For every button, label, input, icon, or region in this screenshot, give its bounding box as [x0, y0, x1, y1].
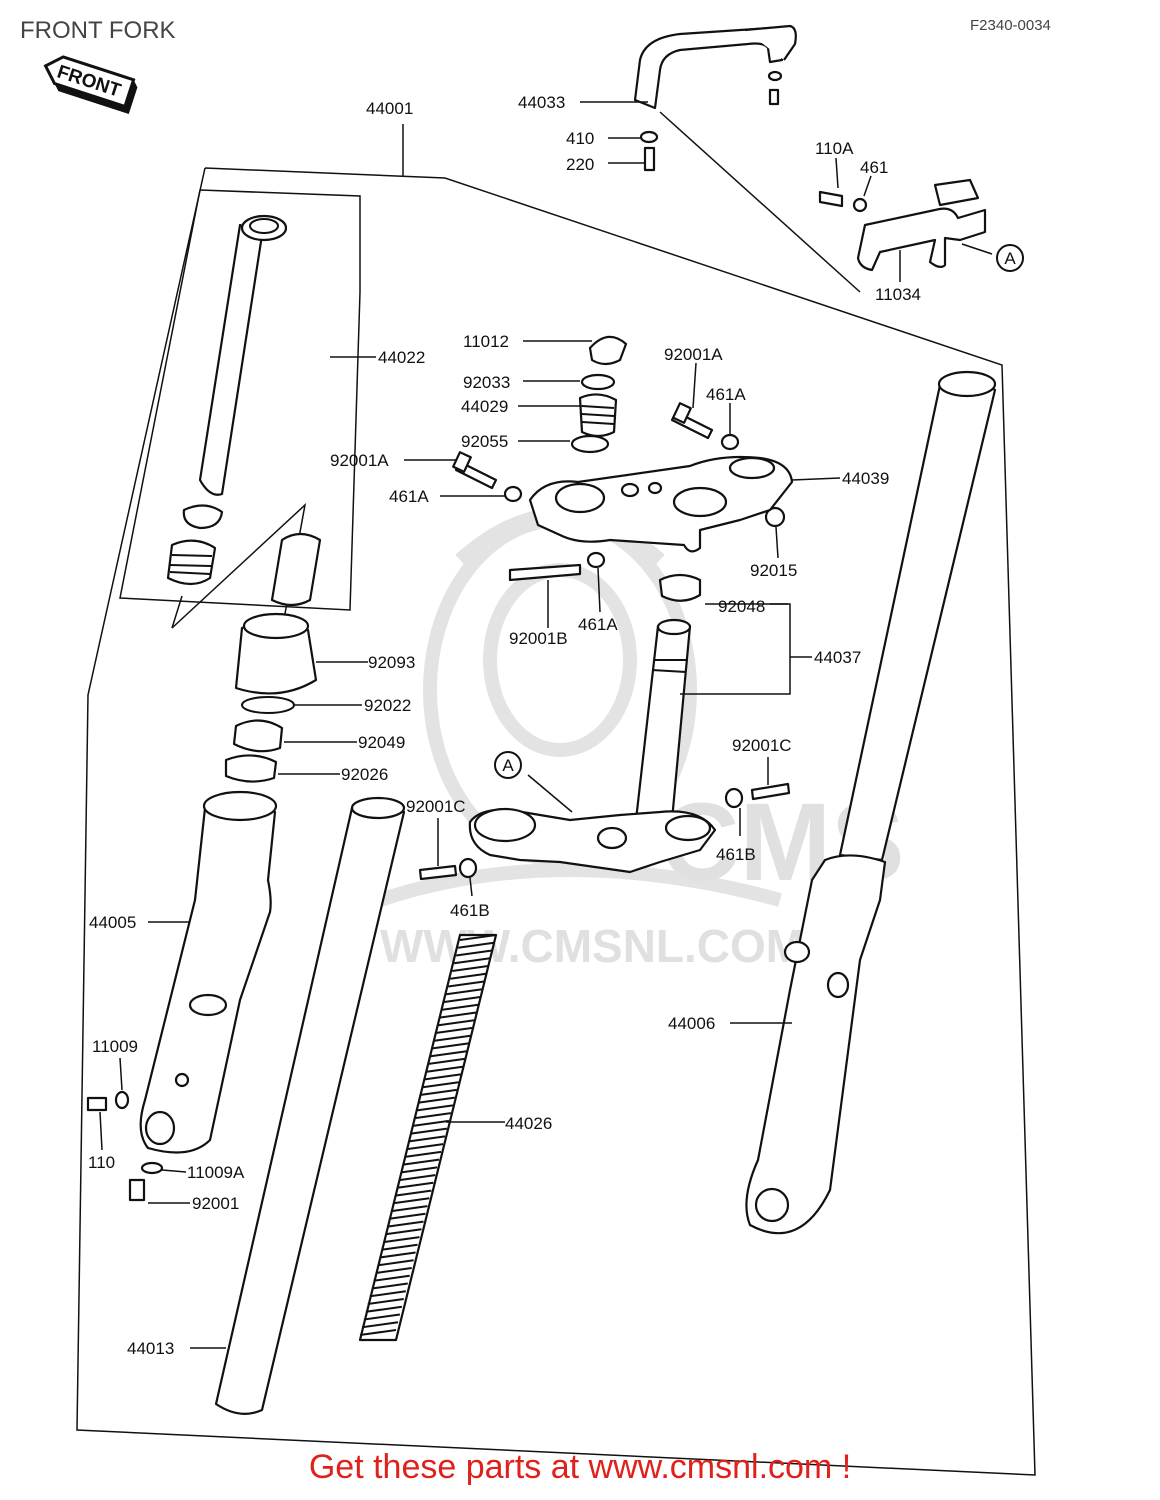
left-inner-tube-part	[214, 796, 406, 1415]
label-44039: 44039	[842, 469, 889, 488]
label-92001C-left: 92001C	[406, 797, 466, 816]
label-11034: 11034	[875, 285, 921, 304]
label-11009A: 11009A	[187, 1163, 245, 1182]
upper-triple-clamp-part	[528, 455, 794, 553]
top-cap-parts	[570, 335, 628, 454]
label-44013: 44013	[127, 1339, 174, 1358]
label-461A-right: 461A	[706, 385, 746, 404]
steering-stem-part	[634, 573, 702, 822]
label-461: 461	[860, 158, 888, 177]
page-title: FRONT FORK	[20, 17, 176, 44]
fork-seals	[224, 612, 318, 783]
label-92093: 92093	[368, 653, 415, 672]
footer-parts-link[interactable]: Get these parts at www.cmsnl.com !	[308, 1448, 852, 1486]
label-220: 220	[566, 155, 594, 174]
left-outer-tube-part	[139, 790, 278, 1154]
label-461B-right: 461B	[716, 845, 756, 864]
reference-marker-a-lower	[494, 751, 522, 779]
label-92001C-right: 92001C	[732, 736, 792, 755]
label-92055: 92055	[461, 432, 508, 451]
fork-spring-part	[358, 933, 498, 1342]
label-92022: 92022	[364, 696, 411, 715]
label-92015: 92015	[750, 561, 797, 580]
label-110A: 110A	[815, 139, 854, 158]
label-11009: 11009	[92, 1037, 138, 1056]
label-44029: 44029	[461, 397, 508, 416]
label-44026: 44026	[505, 1114, 552, 1133]
part-labels: 44001 44033 410 220 110A 461 11034 44022…	[88, 93, 921, 1358]
label-461A-bottom: 461A	[578, 615, 618, 634]
bracket-44037	[680, 603, 791, 695]
top-bolts	[452, 402, 786, 582]
drawing-code: F2340-0034	[970, 17, 1051, 34]
lower-triple-clamp-part	[468, 807, 717, 874]
right-fork-part	[745, 370, 997, 1235]
label-44037: 44037	[814, 648, 861, 667]
lower-bolts	[418, 782, 791, 881]
reference-marker-a-top	[996, 244, 1024, 272]
label-92001B: 92001B	[509, 629, 568, 648]
front-direction-arrow-icon: FRONT	[43, 55, 138, 114]
label-92001: 92001	[192, 1194, 239, 1213]
label-92001A-left: 92001A	[330, 451, 389, 470]
inner-box-outline	[119, 189, 361, 611]
label-11012: 11012	[463, 332, 509, 351]
label-92001A-right: 92001A	[664, 345, 723, 364]
label-44001: 44001	[366, 99, 413, 118]
label-92026: 92026	[341, 765, 388, 784]
label-410: 410	[566, 129, 594, 148]
label-110: 110	[88, 1153, 115, 1172]
label-461B-left: 461B	[450, 901, 490, 920]
watermark-url: WWW.CMSNL.COM	[380, 920, 804, 972]
label-44033: 44033	[518, 93, 565, 112]
label-92049: 92049	[358, 733, 405, 752]
handlebar-part	[633, 24, 797, 172]
reference-marker-a-top-text: A	[1004, 249, 1016, 268]
handlebar-to-bracket-line	[659, 111, 861, 293]
label-461A-left: 461A	[389, 487, 429, 506]
lower-small-parts	[86, 1090, 164, 1202]
label-92033: 92033	[463, 373, 510, 392]
label-44022: 44022	[378, 348, 425, 367]
label-44005: 44005	[89, 913, 136, 932]
label-44006: 44006	[668, 1014, 715, 1033]
reference-marker-a-lower-text: A	[502, 756, 514, 775]
leader-44039	[791, 477, 841, 481]
inner-tube-part	[166, 214, 322, 607]
bracket-part	[818, 178, 987, 272]
label-92048: 92048	[718, 597, 765, 616]
assembly-frame-outline	[76, 167, 1036, 1476]
